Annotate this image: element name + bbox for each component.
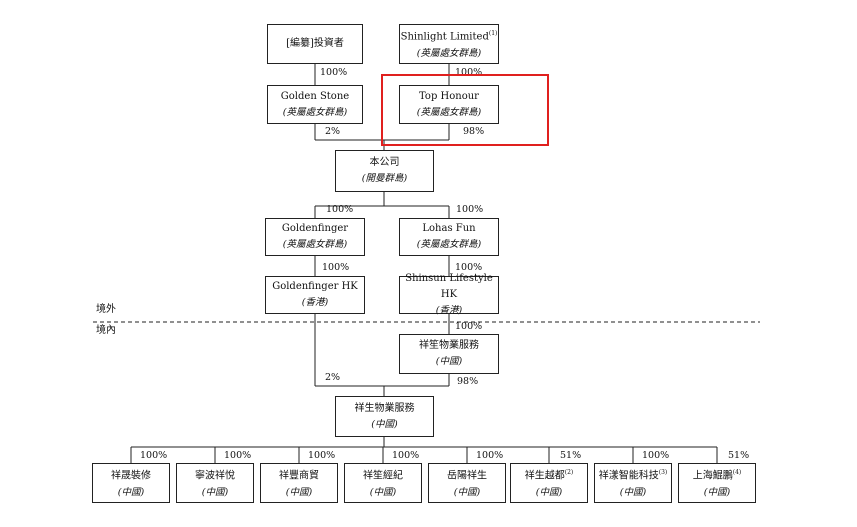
subsidiary-box: 岳陽祥生 (中國) — [428, 463, 506, 503]
subsidiary-name: 上海鯤鵬(4) — [692, 469, 742, 482]
top-honour-box: Top Honour (英屬處女群島) — [399, 85, 499, 124]
investor-box: [編纂]投資者 — [267, 24, 363, 64]
company-name: 本公司 — [369, 157, 400, 168]
goldenfinger-name: Goldenfinger — [281, 223, 349, 234]
lohas-fun-jurisdiction: (英屬處女群島) — [416, 239, 482, 250]
pct-subsidiary: 100% — [308, 450, 336, 461]
shinlight-box: Shinlight Limited(1) (英屬處女群島) — [399, 24, 499, 64]
golden-stone-jurisdiction: (英屬處女群島) — [282, 106, 348, 118]
company-jurisdiction: (開曼群島) — [361, 173, 408, 184]
subsidiary-name: 祥生越都(2) — [524, 469, 574, 482]
subsidiary-box: 祥生越都(2) (中國) — [510, 463, 588, 503]
subsidiary-jurisdiction: (中國) — [285, 486, 313, 498]
pct-shinsun-hk-xiangsheng-1: 100% — [455, 321, 483, 332]
lohas-fun-name: Lohas Fun — [422, 223, 476, 234]
subsidiary-box: 上海鯤鵬(4) (中國) — [678, 463, 756, 503]
company-box: 本公司 (開曼群島) — [335, 150, 434, 192]
goldenfinger-hk-box: Goldenfinger HK (香港) — [265, 276, 365, 314]
subsidiary-name: 寧波祥悅 — [195, 470, 235, 482]
pct-company-goldenfinger: 100% — [326, 204, 354, 215]
goldenfinger-jurisdiction: (英屬處女群島) — [282, 239, 348, 250]
subsidiary-jurisdiction: (中國) — [117, 486, 145, 498]
highlight-frame — [381, 74, 549, 146]
xiangsheng-services-2-jurisdiction: (中國) — [371, 418, 398, 430]
subsidiary-box: 祥晟裝修 (中國) — [92, 463, 170, 503]
xiangsheng-services-2-name: 祥生物業服務 — [354, 402, 415, 414]
pct-xiangsheng-1-xiangsheng-2: 98% — [457, 376, 479, 387]
subsidiary-box: 祥豐商貿 (中國) — [260, 463, 338, 503]
goldenfinger-hk-jurisdiction: (香港) — [301, 297, 329, 308]
pct-subsidiary: 100% — [476, 450, 504, 461]
subsidiary-box: 祥漾智能科技(3) (中國) — [594, 463, 672, 503]
xiangsheng-services-1-jurisdiction: (中國) — [435, 356, 463, 367]
pct-subsidiary: 100% — [642, 450, 670, 461]
investor-name: [編纂]投資者 — [286, 38, 344, 49]
pct-goldenfinger-hk: 100% — [322, 262, 350, 273]
pct-goldenfinger-hk-xiangsheng-2: 2% — [325, 372, 341, 383]
pct-subsidiary: 100% — [392, 450, 420, 461]
golden-stone-box: Golden Stone (英屬處女群島) — [267, 85, 363, 124]
shinlight-jurisdiction: (英屬處女群島) — [416, 47, 482, 59]
shinlight-name: Shinlight Limited(1) — [400, 30, 498, 43]
xiangsheng-services-1-box: 祥笙物業服務 (中國) — [399, 334, 499, 374]
pct-subsidiary: 51% — [560, 450, 582, 461]
subsidiary-jurisdiction: (中國) — [453, 486, 481, 498]
subsidiary-name: 岳陽祥生 — [447, 470, 487, 482]
top-honour-jurisdiction: (英屬處女群島) — [416, 106, 482, 118]
subsidiary-jurisdiction: (中國) — [201, 486, 229, 498]
subsidiary-name: 祥豐商貿 — [279, 470, 319, 482]
pct-top-honour-company: 98% — [463, 126, 485, 137]
pct-lohas-shinsun-hk: 100% — [455, 262, 483, 273]
lohas-fun-box: Lohas Fun (英屬處女群島) — [399, 218, 499, 256]
pct-subsidiary: 51% — [728, 450, 750, 461]
pct-company-lohas-fun: 100% — [456, 204, 484, 215]
offshore-label: 境外 — [96, 304, 116, 315]
subsidiary-jurisdiction: (中國) — [369, 486, 397, 498]
goldenfinger-box: Goldenfinger (英屬處女群島) — [265, 218, 365, 256]
subsidiary-jurisdiction: (中國) — [703, 486, 731, 498]
pct-shinlight-top-honour: 100% — [455, 67, 483, 78]
top-honour-name: Top Honour — [419, 90, 479, 102]
xiangsheng-services-2-box: 祥生物業服務 (中國) — [335, 396, 434, 437]
pct-subsidiary: 100% — [224, 450, 252, 461]
subsidiary-name: 祥漾智能科技(3) — [598, 469, 668, 482]
shinsun-lifestyle-hk-name: Shinsun Lifestyle HK — [405, 273, 493, 300]
pct-golden-stone-company: 2% — [325, 126, 341, 137]
subsidiary-name: 祥笙經紀 — [363, 470, 403, 482]
subsidiary-box: 寧波祥悅 (中國) — [176, 463, 254, 503]
subsidiary-box: 祥笙經紀 (中國) — [344, 463, 422, 503]
pct-subsidiary: 100% — [140, 450, 168, 461]
shinsun-lifestyle-hk-box: Shinsun Lifestyle HK (香港) — [399, 273, 499, 316]
onshore-label: 境內 — [96, 325, 116, 336]
xiangsheng-services-1-name: 祥笙物業服務 — [419, 340, 479, 351]
goldenfinger-hk-name: Goldenfinger HK — [272, 281, 358, 292]
shinsun-lifestyle-hk-jurisdiction: (香港) — [435, 305, 463, 316]
subsidiary-jurisdiction: (中國) — [535, 486, 563, 498]
subsidiary-name: 祥晟裝修 — [111, 470, 151, 482]
golden-stone-name: Golden Stone — [280, 90, 350, 102]
pct-investor-golden-stone: 100% — [320, 67, 348, 78]
subsidiary-jurisdiction: (中國) — [619, 486, 647, 498]
